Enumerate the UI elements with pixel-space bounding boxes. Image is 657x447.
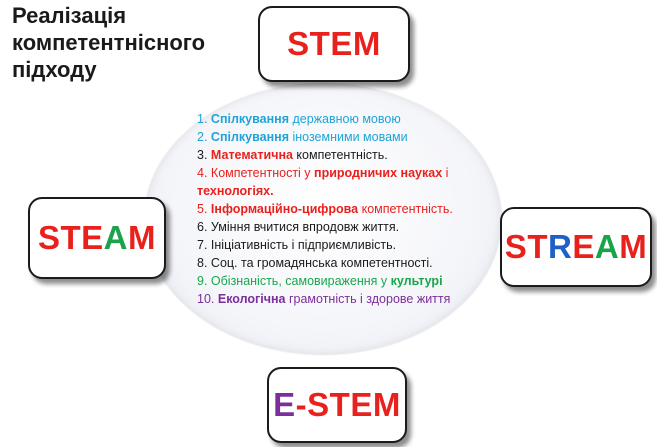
stream-letter-r: R <box>547 228 573 265</box>
item-text: Ініціативність і підприємливість. <box>207 238 397 252</box>
item-text: іноземними мовами <box>289 130 408 144</box>
list-item: 6. Уміння вчитися впродовж життя. <box>197 218 497 236</box>
steam-letter-e: E <box>81 219 104 256</box>
item-number: 9. <box>197 274 208 288</box>
item-number: 3. <box>197 148 208 162</box>
stream-letter-t: T <box>527 228 548 265</box>
item-text-pre: Обізнаність, самовираження у <box>207 274 391 288</box>
steam-letter-a: A <box>103 219 129 256</box>
stem-card: STEM <box>258 6 410 82</box>
item-text: грамотність і здорове життя <box>285 292 451 306</box>
steam-letter-s: S <box>37 219 61 256</box>
item-bold: Спілкування <box>210 130 289 144</box>
steam-letter-t: T <box>60 219 82 256</box>
item-number: 4. <box>197 166 208 180</box>
page-title: Реалізація компетентнісного підходу <box>12 2 242 83</box>
item-text-pre: Компетентності у <box>207 166 315 180</box>
item-bold: Математична <box>210 148 293 162</box>
stream-letter-a: A <box>594 228 620 265</box>
item-text: державною мовою <box>289 112 401 126</box>
list-item: 10. Екологічна грамотність і здорове жит… <box>197 290 497 308</box>
list-item: 2. Спілкування іноземними мовами <box>197 128 497 146</box>
list-item: 5. Інформаційно-цифрова компетентність. <box>197 200 497 218</box>
stem-label: STEM <box>287 25 381 62</box>
item-text: компетентність. <box>358 202 453 216</box>
list-item: 8. Соц. та громадянська компетентності. <box>197 254 497 272</box>
list-item: 9. Обізнаність, самовираження у культурі <box>197 272 497 290</box>
competencies-list: 1. Спілкування державною мовою 2. Спілку… <box>197 110 497 308</box>
list-item: 3. Математична компетентність. <box>197 146 497 164</box>
item-text: компетентність. <box>292 148 388 162</box>
stream-letter-s: S <box>504 228 528 265</box>
title-line-2: компетентнісного <box>12 30 206 55</box>
list-item: 4. Компетентності у природничих науках і… <box>197 164 497 200</box>
item-number: 1. <box>197 112 208 126</box>
item-number: 8. <box>197 256 208 270</box>
item-text: Соц. та громадянська компетентності. <box>207 256 433 270</box>
stream-letter-e: E <box>572 228 595 265</box>
item-number: 7. <box>197 238 208 252</box>
item-text: і <box>442 166 449 180</box>
e-stem-rest: STEM <box>307 386 401 423</box>
item-bold: природничих науках <box>314 166 443 180</box>
item-number: 5. <box>197 202 208 216</box>
item-text: Уміння вчитися впродовж життя. <box>207 220 400 234</box>
list-item: 1. Спілкування державною мовою <box>197 110 497 128</box>
item-bold: культурі <box>390 274 443 288</box>
item-bold: Екологічна <box>217 292 286 306</box>
item-bold: Спілкування <box>210 112 289 126</box>
stream-letter-m: M <box>619 228 648 265</box>
competencies-ellipse <box>145 84 501 354</box>
item-continuation: технологіях. <box>197 184 274 198</box>
e-stem-dash: - <box>295 386 308 423</box>
item-bold: Інформаційно-цифрова <box>210 202 359 216</box>
e-stem-prefix: E <box>273 386 296 423</box>
e-stem-card: E-STEM <box>267 367 407 443</box>
item-number: 10. <box>197 292 215 306</box>
item-number: 6. <box>197 220 208 234</box>
list-item: 7. Ініціативність і підприємливість. <box>197 236 497 254</box>
title-line-1: Реалізація <box>12 3 127 28</box>
steam-letter-m: M <box>128 219 157 256</box>
item-number: 2. <box>197 130 208 144</box>
title-line-3: підходу <box>12 57 97 82</box>
